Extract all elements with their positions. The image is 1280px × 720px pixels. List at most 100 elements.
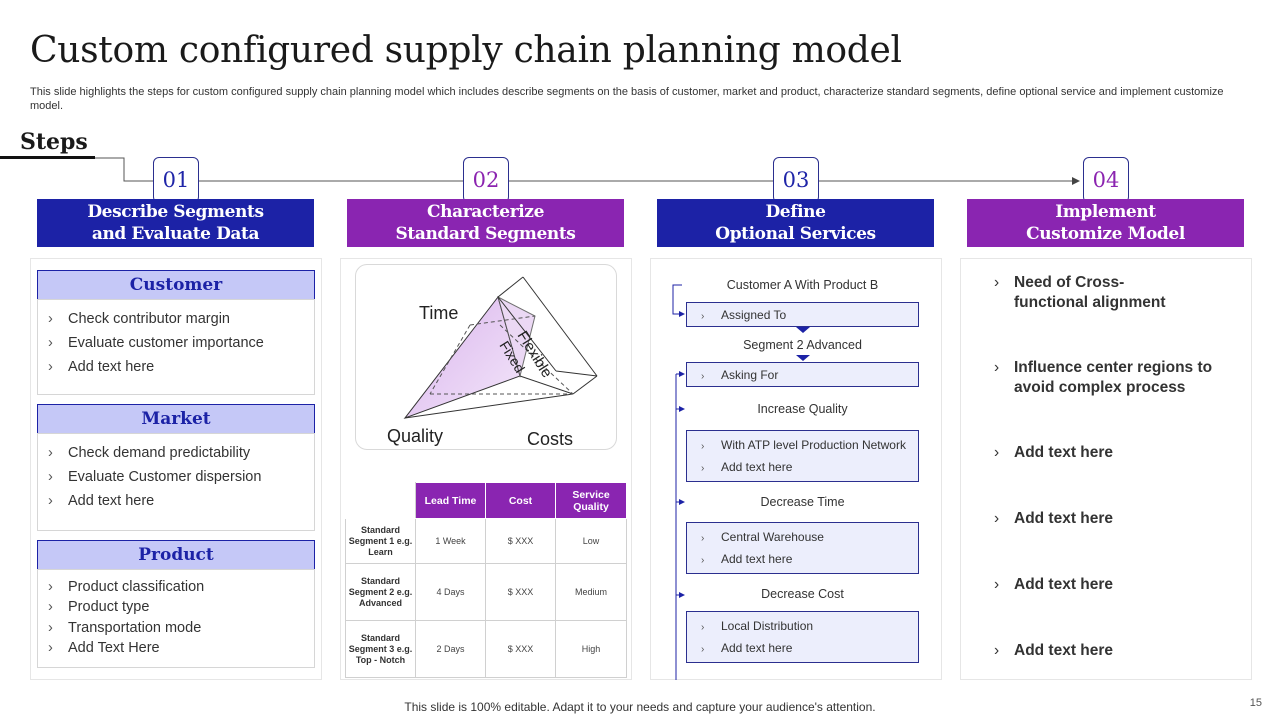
flow-item: ›Central Warehouse bbox=[701, 530, 824, 544]
column-panel-4 bbox=[960, 258, 1252, 680]
chevron-right-icon: › bbox=[701, 644, 705, 655]
segment-box-product: ›Product classification ›Product type ›T… bbox=[37, 569, 315, 668]
implement-item: ›Add text here bbox=[994, 444, 1114, 461]
chevron-right-icon: › bbox=[994, 576, 1000, 593]
table-header-service-quality: Service Quality bbox=[555, 482, 627, 519]
step-number-01: 01 bbox=[153, 157, 199, 203]
list-item: ›Add text here bbox=[48, 359, 155, 375]
list-item: ›Check demand predictability bbox=[48, 445, 251, 461]
chevron-right-icon: › bbox=[994, 642, 1000, 659]
segment-box-market: ›Check demand predictability ›Evaluate C… bbox=[37, 433, 315, 531]
table-row-label: Standard Segment 1 e.g. Learn bbox=[345, 518, 416, 564]
table-row: Standard Segment 2 e.g. Advanced 4 Days … bbox=[345, 563, 627, 621]
flow-box-asking-for: ›Asking For bbox=[686, 362, 919, 387]
flow-box-decrease-cost: ›Local Distribution ›Add text here bbox=[686, 611, 919, 663]
list-item: ›Transportation mode bbox=[48, 620, 202, 636]
list-item: ›Evaluate Customer dispersion bbox=[48, 469, 262, 485]
flow-box-assigned-to: ›Assigned To bbox=[686, 302, 919, 327]
chevron-right-icon: › bbox=[48, 445, 53, 461]
chevron-right-icon: › bbox=[701, 311, 705, 322]
list-item: ›Add Text Here bbox=[48, 640, 160, 656]
implement-item: ›Need of Cross-functional alignment bbox=[994, 274, 1166, 311]
chevron-right-icon: › bbox=[701, 441, 705, 452]
flow-label-decrease-time: Decrease Time bbox=[760, 495, 845, 509]
flow-label-customer: Customer A With Product B bbox=[726, 278, 879, 292]
chevron-right-icon: › bbox=[48, 599, 53, 615]
chevron-right-icon: › bbox=[48, 640, 53, 656]
implement-item: ›Add text here bbox=[994, 576, 1114, 593]
flow-item: ›Assigned To bbox=[701, 308, 787, 322]
flow-item: ›Asking For bbox=[701, 368, 779, 382]
list-item: ›Evaluate customer importance bbox=[48, 335, 264, 351]
step-title-line2: Standard Segments bbox=[395, 224, 576, 244]
flow-label-increase-quality: Increase Quality bbox=[757, 402, 848, 416]
step-title-line1: Implement bbox=[1055, 202, 1156, 222]
chevron-right-icon: › bbox=[48, 579, 53, 595]
chevron-right-icon: › bbox=[48, 620, 53, 636]
flow-label-segment: Segment 2 Advanced bbox=[743, 338, 862, 352]
segment-box-customer: ›Check contributor margin ›Evaluate cust… bbox=[37, 299, 315, 395]
flow-item: ›Local Distribution bbox=[701, 619, 814, 633]
flow-item: ›Add text here bbox=[701, 552, 793, 566]
chevron-right-icon: › bbox=[994, 510, 1000, 527]
table-row-label: Standard Segment 2 e.g. Advanced bbox=[345, 563, 416, 621]
list-item: ›Product classification bbox=[48, 579, 205, 595]
page-number: 15 bbox=[1249, 697, 1262, 709]
table-corner-cell bbox=[345, 482, 416, 519]
chevron-right-icon: › bbox=[994, 274, 1000, 291]
table-cell: Low bbox=[555, 518, 627, 564]
flow-box-decrease-time: ›Central Warehouse ›Add text here bbox=[686, 522, 919, 574]
triangle-label-time: Time bbox=[419, 303, 459, 323]
chevron-right-icon: › bbox=[994, 444, 1000, 461]
step-title-line2: and Evaluate Data bbox=[91, 224, 260, 244]
flow-item: ›Add text here bbox=[701, 460, 793, 474]
table-cell: 4 Days bbox=[415, 563, 486, 621]
page-title: Custom configured supply chain planning … bbox=[30, 30, 902, 71]
list-item: ›Product type bbox=[48, 599, 150, 615]
flow-item: ›Add text here bbox=[701, 641, 793, 655]
table-cell: 1 Week bbox=[415, 518, 486, 564]
chevron-right-icon: › bbox=[48, 335, 53, 351]
flow-box-increase-quality: ›With ATP level Production Network ›Add … bbox=[686, 430, 919, 482]
page-subtitle: This slide highlights the steps for cust… bbox=[30, 86, 1224, 112]
implement-item: ›Influence center regions to avoid compl… bbox=[994, 359, 1213, 396]
table-cell: $ XXX bbox=[485, 518, 556, 564]
chevron-right-icon: › bbox=[994, 359, 1000, 376]
step-title-line1: Define bbox=[765, 202, 826, 222]
step-number-03: 03 bbox=[773, 157, 819, 203]
table-header-cost: Cost bbox=[485, 482, 556, 519]
step-title-line2: Customize Model bbox=[1026, 224, 1185, 244]
flow-label-decrease-cost: Decrease Cost bbox=[761, 587, 844, 601]
chevron-right-icon: › bbox=[701, 622, 705, 633]
triangle-diagram-box bbox=[355, 264, 617, 450]
segment-comparison-table: Lead Time Cost Service Quality Standard … bbox=[345, 482, 627, 678]
triangle-label-costs: Costs bbox=[527, 429, 574, 449]
chevron-right-icon: › bbox=[48, 359, 53, 375]
list-item: ›Check contributor margin bbox=[48, 311, 230, 327]
step-title-line1: Describe Segments bbox=[87, 202, 264, 222]
chevron-right-icon: › bbox=[701, 555, 705, 566]
chevron-right-icon: › bbox=[48, 493, 53, 509]
table-cell: High bbox=[555, 620, 627, 678]
chevron-right-icon: › bbox=[48, 469, 53, 485]
chevron-right-icon: › bbox=[701, 463, 705, 474]
implement-item: ›Add text here bbox=[994, 510, 1114, 527]
footer-note: This slide is 100% editable. Adapt it to… bbox=[404, 700, 876, 714]
steps-label: Steps bbox=[20, 129, 88, 155]
chevron-right-icon: › bbox=[701, 533, 705, 544]
step-title-line2: Optional Services bbox=[715, 224, 876, 244]
segment-header-customer: Customer bbox=[37, 270, 315, 300]
triangle-label-quality: Quality bbox=[387, 426, 444, 446]
list-item: ›Add text here bbox=[48, 493, 155, 509]
chevron-right-icon: › bbox=[48, 311, 53, 327]
table-cell: 2 Days bbox=[415, 620, 486, 678]
table-cell: $ XXX bbox=[485, 620, 556, 678]
steps-underline bbox=[0, 156, 95, 159]
chevron-right-icon: › bbox=[701, 371, 705, 382]
